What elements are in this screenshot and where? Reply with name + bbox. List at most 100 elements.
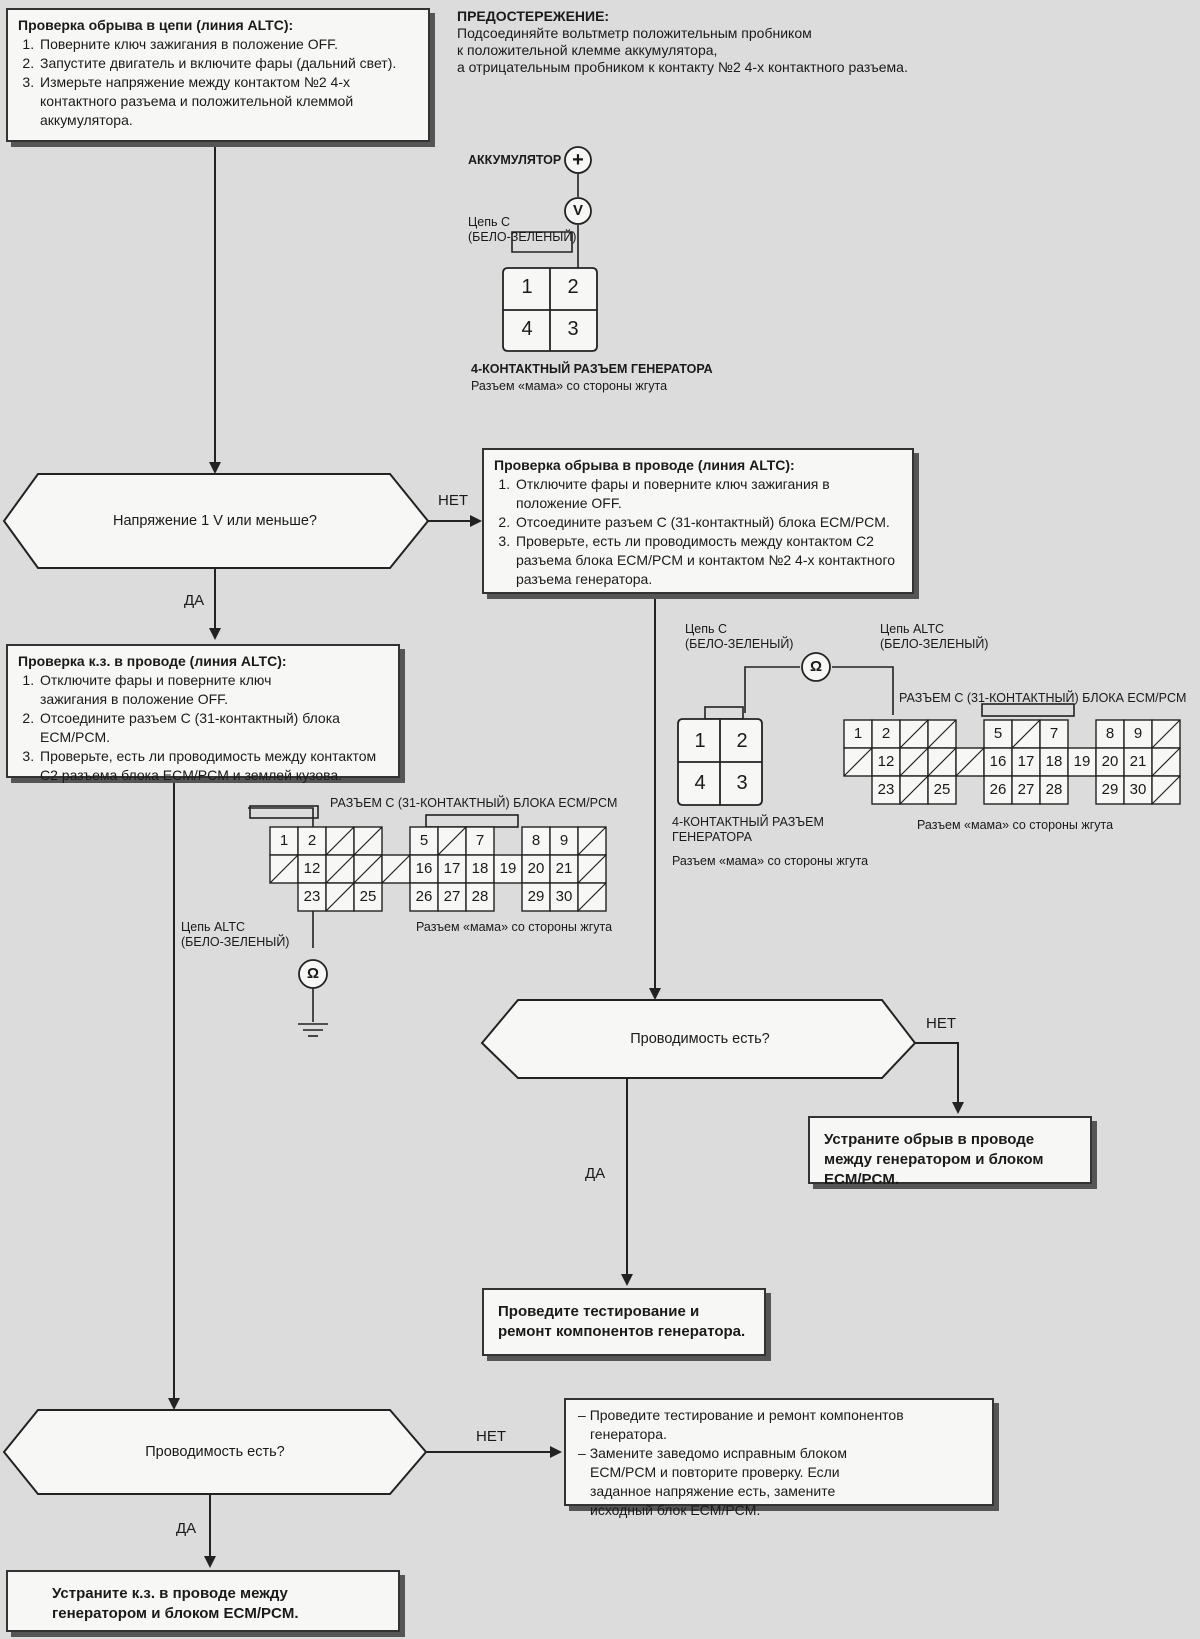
pin-1: 1	[694, 730, 706, 752]
ecm-cell	[871, 747, 901, 777]
ecm-pin-number: 21	[1129, 753, 1147, 770]
box-short-steps: Отключите фары и поверните ключ зажигани…	[18, 671, 388, 785]
ecm-pin-number: 8	[1105, 725, 1115, 742]
ecm-pin-number: 29	[527, 888, 545, 905]
decision-voltage-no: НЕТ	[438, 492, 468, 509]
decision-continuity1-yes: ДА	[585, 1165, 606, 1182]
ecm-cell	[1039, 775, 1069, 805]
ecm-connector-title-left: РАЗЪЕМ С (31-КОНТАКТНЫЙ) БЛОКА ECM/PCM	[330, 796, 618, 810]
ecm-cell-blank	[927, 747, 957, 777]
ecm-pin-number: 7	[1049, 725, 1059, 742]
box-open-circuit-title: Проверка обрыва в цепи (линия ALTC):	[18, 17, 294, 33]
ecm-pin-number: 1	[853, 725, 863, 742]
decision-continuity2-no: НЕТ	[476, 1428, 506, 1445]
title-line: ГЕНЕРАТОРА	[672, 830, 752, 844]
box-replace-ecm: – Проведите тестирование и ремонт компон…	[564, 1398, 994, 1518]
ecm-connector-grid-left	[269, 826, 607, 912]
ecm-pin-number: 20	[1101, 753, 1119, 770]
ecm-cell	[1011, 775, 1041, 805]
ecm-pin-number: 28	[471, 888, 489, 905]
box-open-circuit-check: Проверка обрыва в цепи (линия ALTC): Пов…	[6, 8, 430, 142]
box-fix-short-text: Устраните к.з. в проводе между генератор…	[52, 1585, 299, 1622]
ecm-cell-blank	[353, 854, 383, 884]
battery-label: АККУМУЛЯТОР	[468, 153, 562, 167]
circuit-name: Цепь ALTC	[181, 920, 245, 934]
ecm-cell	[437, 882, 467, 912]
decision-continuity1-text: Проводимость есть?	[630, 1031, 770, 1047]
replace-item: – Проведите тестирование и ремонт компон…	[576, 1406, 982, 1444]
circuit-color: (БЕЛО-ЗЕЛЕНЫЙ)	[181, 935, 290, 949]
decision-continuity2-yes: ДА	[176, 1520, 197, 1537]
ecm-cell-blank	[269, 854, 299, 884]
ecm-cell-blank	[1011, 719, 1041, 749]
ecm-pin-number: 1	[279, 832, 289, 849]
box-open-wire-check: Проверка обрыва в проводе (линия ALTC): …	[482, 448, 914, 594]
ecm-connector-sub-left: Разъем «мама» со стороны жгута	[416, 920, 613, 934]
ecm-cell	[409, 826, 439, 856]
pin-3: 3	[736, 772, 748, 794]
gen-connector-sub-1: Разъем «мама» со стороны жгута	[471, 379, 668, 393]
ecm-pin-number: 23	[877, 781, 895, 798]
ecm-cell-blank	[843, 747, 873, 777]
ecm-cell-blank	[325, 854, 355, 884]
replace-text: Проведите тестирование и ремонт компонен…	[589, 1407, 904, 1442]
pin-2: 2	[567, 276, 579, 298]
step-item: Проверьте, есть ли проводимость между ко…	[38, 747, 388, 785]
ecm-pin-number: 9	[559, 832, 569, 849]
ecm-pin-number: 27	[1017, 781, 1035, 798]
arrow-decision2-no	[915, 1042, 964, 1114]
step-item: Отсоедините разъем С (31-контактный) бло…	[514, 513, 902, 532]
diagram1-wires	[511, 173, 579, 275]
circuit-color: (БЕЛО-ЗЕЛЕНЫЙ)	[468, 230, 577, 244]
replace-text: Замените заведомо исправным блоком ECM/P…	[589, 1445, 847, 1518]
diagram2-gen-connector	[677, 718, 763, 806]
gen-connector-title-2: 4-КОНТАКТНЫЙ РАЗЪЕМ ГЕНЕРАТОРА	[672, 815, 824, 845]
ecm-pin-number: 20	[527, 860, 545, 877]
step-item: Отсоедините разъем С (31-контактный) бло…	[38, 709, 388, 747]
ecm-pin-number: 18	[471, 860, 489, 877]
pin-4: 4	[521, 318, 533, 340]
circuit-name: Цепь ALTC	[880, 622, 944, 636]
circuit-name: Цепь С	[685, 622, 727, 636]
step-item: Отключите фары и поверните ключ зажигани…	[514, 475, 902, 513]
ecm-pin-number: 5	[993, 725, 1003, 742]
caution-title: ПРЕДОСТЕРЕЖЕНИЕ:	[457, 8, 610, 24]
decision-continuity1-no: НЕТ	[926, 1015, 956, 1032]
ecm-pin-number: 18	[1045, 753, 1063, 770]
title-line: 4-КОНТАКТНЫЙ РАЗЪЕМ	[672, 815, 824, 829]
decision-voltage-shape	[2, 473, 430, 569]
ecm-cell-blank	[325, 882, 355, 912]
circuit-altc-label-3: Цепь ALTC (БЕЛО-ЗЕЛЕНЫЙ)	[181, 920, 289, 950]
ecm-cell	[871, 719, 901, 749]
decision-voltage-yes: ДА	[184, 592, 205, 609]
step-item: Измерьте напряжение между контактом №2 4…	[38, 73, 418, 130]
decision-continuity1-shape	[480, 999, 917, 1079]
caution-line: к положительной клемме аккумулятора,	[457, 42, 718, 58]
step-item: Запустите двигатель и включите фары (дал…	[38, 54, 418, 73]
ecm-cell	[297, 826, 327, 856]
circuit-c-label-1: Цепь С (БЕЛО-ЗЕЛЕНЫЙ)	[468, 215, 576, 245]
ecm-cell-blank	[437, 826, 467, 856]
ecm-cell-blank	[899, 775, 929, 805]
ecm-cell	[1095, 775, 1125, 805]
step-item: Отключите фары и поверните ключ зажигани…	[38, 671, 388, 709]
circuit-name: Цепь С	[468, 215, 510, 229]
ecm-connector-title-right: РАЗЪЕМ С (31-КОНТАКТНЫЙ) БЛОКА ECM/PCM	[899, 691, 1187, 705]
caution-line: а отрицательным пробником к контакту №2 …	[457, 59, 908, 75]
box-open-wire-title: Проверка обрыва в проводе (линия ALTC):	[494, 457, 795, 473]
box-fix-open-text: Устраните обрыв в проводе между генерато…	[824, 1131, 1044, 1188]
ecm-cell	[521, 854, 551, 884]
ecm-cell	[465, 826, 495, 856]
ecm-cell	[409, 882, 439, 912]
pin-2: 2	[736, 730, 748, 752]
ecm-pin-number: 17	[1017, 753, 1035, 770]
ecm-pin-number: 25	[933, 781, 951, 798]
ecm-cell	[521, 882, 551, 912]
box-open-wire-steps: Отключите фары и поверните ключ зажигани…	[494, 475, 902, 589]
gen-connector-title-1: 4-КОНТАКТНЫЙ РАЗЪЕМ ГЕНЕРАТОРА	[471, 362, 713, 376]
ohm-symbol-right: Ω	[809, 658, 823, 675]
ecm-pin-number: 19	[1073, 753, 1091, 770]
voltmeter-symbol: V	[572, 202, 583, 219]
ecm-cell	[843, 719, 873, 749]
